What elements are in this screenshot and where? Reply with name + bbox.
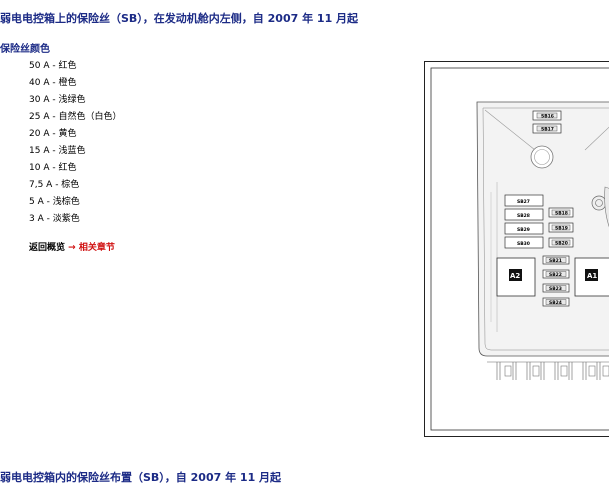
fuse-color-list: 50 A - 红色 40 A - 橙色 30 A - 浅绿色 25 A - 自然… xyxy=(29,59,121,229)
page-title: 弱电电控箱上的保险丝（SB），在发动机舱内左侧，自 2007 年 11 月起 xyxy=(0,12,359,25)
fuse-box-drawing: SB16 SB17 SB27 SB28 SB29 SB30 SB18 SB19 … xyxy=(430,67,609,431)
related-chapter-link[interactable]: 相关章节 xyxy=(78,243,115,253)
fuse-label: SB18 xyxy=(555,211,568,217)
fuse-label: SB28 xyxy=(517,213,530,219)
list-item: 5 A - 浅棕色 xyxy=(29,197,80,207)
fuse-label: SB22 xyxy=(549,272,562,278)
list-item: 40 A - 橙色 xyxy=(29,78,77,88)
fuse-label: SB30 xyxy=(517,241,530,247)
relay-label: A1 xyxy=(587,272,597,280)
list-item: 3 A - 淡紫色 xyxy=(29,214,80,224)
list-item: 15 A - 浅蓝色 xyxy=(29,146,86,156)
fuse-label: SB17 xyxy=(541,127,554,133)
list-item: 25 A - 自然色（白色） xyxy=(29,112,122,122)
fuse-label: SB23 xyxy=(549,286,562,292)
list-item: 10 A - 红色 xyxy=(29,163,77,173)
section-heading-fuse-layout: 弱电电控箱内的保险丝布置（SB），自 2007 年 11 月起 xyxy=(0,471,282,484)
fuse-box-diagram: SB16 SB17 SB27 SB28 SB29 SB30 SB18 SB19 … xyxy=(424,61,609,437)
fuse-label: SB27 xyxy=(517,199,530,205)
fuse-label: SB16 xyxy=(541,114,554,120)
relay-label: A2 xyxy=(510,272,520,280)
section-heading-fuse-colors: 保险丝颜色 xyxy=(0,44,50,55)
fuse-label: SB20 xyxy=(555,241,568,247)
fuse-label: SB19 xyxy=(555,226,568,232)
list-item: 30 A - 浅绿色 xyxy=(29,95,86,105)
back-to-overview-link[interactable]: 返回概览 xyxy=(29,243,66,253)
fuse-label: SB29 xyxy=(517,227,530,233)
back-link-row: 返回概览 → 相关章节 xyxy=(29,240,115,253)
fuse-label: SB24 xyxy=(549,300,562,306)
list-item: 50 A - 红色 xyxy=(29,61,77,71)
fuse-label: SB21 xyxy=(549,258,562,264)
arrow-icon: → xyxy=(68,243,76,253)
list-item: 7,5 A - 棕色 xyxy=(29,180,80,190)
list-item: 20 A - 黄色 xyxy=(29,129,77,139)
